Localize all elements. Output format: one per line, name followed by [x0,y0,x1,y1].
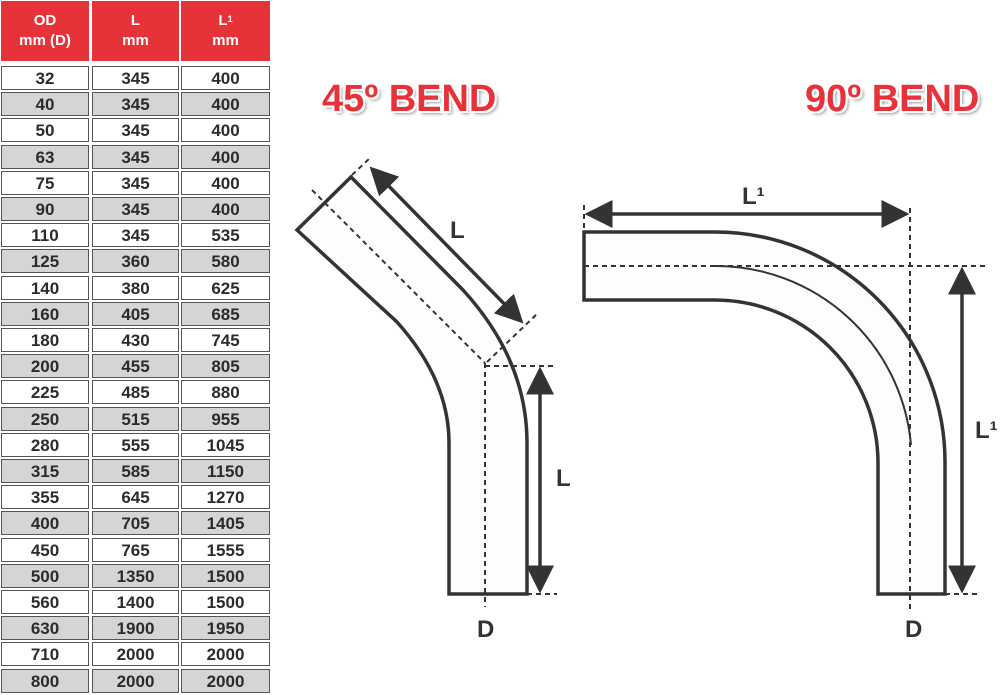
bend-90-label-d: D [905,616,922,643]
table-cell: 560 [1,590,89,614]
table-cell: 345 [92,223,179,248]
header-superscript: 1 [227,14,233,24]
header-unit: mm (D) [19,32,71,49]
table-cell: 455 [92,354,179,379]
table-cell: 1950 [181,616,270,641]
column-header: L1 mm [181,1,270,61]
table-cell: 345 [92,66,179,90]
table-cell: 345 [92,144,179,169]
table-cell: 1500 [181,563,270,588]
table-cell: 315 [1,459,89,483]
table-cell: 380 [92,275,179,300]
table-cell: 745 [181,328,270,352]
table-cell: 1900 [92,616,179,641]
table-cell: 360 [92,249,179,274]
bend-90-label-l1-vertical: L¹ [975,417,998,444]
table-cell: 250 [1,406,89,431]
table-cell: 345 [92,92,179,117]
table-cell: 2000 [92,668,179,693]
table-cell: 400 [181,197,270,221]
table-cell: 880 [181,380,270,405]
table-cell: 800 [1,668,89,693]
table-cell: 400 [181,92,270,117]
table-cell: 430 [92,328,179,352]
table-cell: 1045 [181,432,270,457]
table-cell: 1270 [181,485,270,510]
bend-90-pipe-outline [582,230,947,596]
table-cell: 32 [1,66,89,90]
table-cell: 355 [1,485,89,510]
bend-45-l-arrow-diagonal [369,166,524,324]
table-cell: 1400 [92,590,179,614]
table-cell: 400 [181,66,270,90]
table-cell: 400 [181,144,270,169]
bend-45-label-l-vertical: L [556,465,571,492]
bend-90-centerline-arc [714,264,912,446]
table-cell: 40 [1,92,89,117]
bend-45-pipe-outline [294,174,529,596]
table-cell: 400 [181,118,270,143]
header-line1: L [130,12,141,29]
table-cell: 1555 [181,537,270,562]
bend-45-label-l-diagonal: L [450,217,465,244]
table-cell: 955 [181,406,270,431]
table-cell: 1500 [181,590,270,614]
table-cell: 1405 [181,511,270,536]
table-cell: 630 [1,616,89,641]
table-cell: 345 [92,118,179,143]
table-cell: 200 [1,354,89,379]
header-unit: mm [212,32,239,49]
column-header: OD mm (D) [1,1,89,61]
table-cell: 625 [181,275,270,300]
table-cell: 180 [1,328,89,352]
table-cell: 63 [1,144,89,169]
table-cell: 450 [1,537,89,562]
table-cell: 2000 [181,668,270,693]
table-cell: 710 [1,642,89,667]
table-cell: 765 [92,537,179,562]
table-cell: 580 [181,249,270,274]
table-cell: 1150 [181,459,270,483]
table-cell: 515 [92,406,179,431]
bend-45-drawing [294,157,557,607]
table-cell: 645 [92,485,179,510]
bend-45-label-d: D [477,616,494,643]
table-cell: 280 [1,432,89,457]
table-cell: 555 [92,432,179,457]
table-cell: 400 [181,170,270,195]
table-cell: 2000 [181,642,270,667]
table-cell: 585 [92,459,179,483]
bend-90-label-l1-horizontal: L¹ [742,183,765,210]
bend-45-title: 45º BEND [322,78,497,120]
table-cell: 535 [181,223,270,248]
table-cell: 90 [1,197,89,221]
table-cell: 805 [181,354,270,379]
table-cell: 485 [92,380,179,405]
table-cell: 140 [1,275,89,300]
table-cell: 345 [92,170,179,195]
table-cell: 225 [1,380,89,405]
bend-90-drawing [582,200,985,612]
header-unit: mm [122,32,149,49]
table-cell: 500 [1,563,89,588]
table-cell: 50 [1,118,89,143]
table-cell: 405 [92,301,179,326]
header-line1: OD [33,12,57,29]
table-cell: 110 [1,223,89,248]
table-cell: 125 [1,249,89,274]
table-cell: 345 [92,197,179,221]
bend-90-title: 90º BEND [805,78,980,120]
header-line1: L [218,12,228,29]
table-cell: 685 [181,301,270,326]
table-cell: 75 [1,170,89,195]
table-cell: 1350 [92,563,179,588]
bend-45-centerline [311,189,486,364]
table-cell: 400 [1,511,89,536]
table-cell: 705 [92,511,179,536]
table-cell: 160 [1,301,89,326]
table-cell: 2000 [92,642,179,667]
